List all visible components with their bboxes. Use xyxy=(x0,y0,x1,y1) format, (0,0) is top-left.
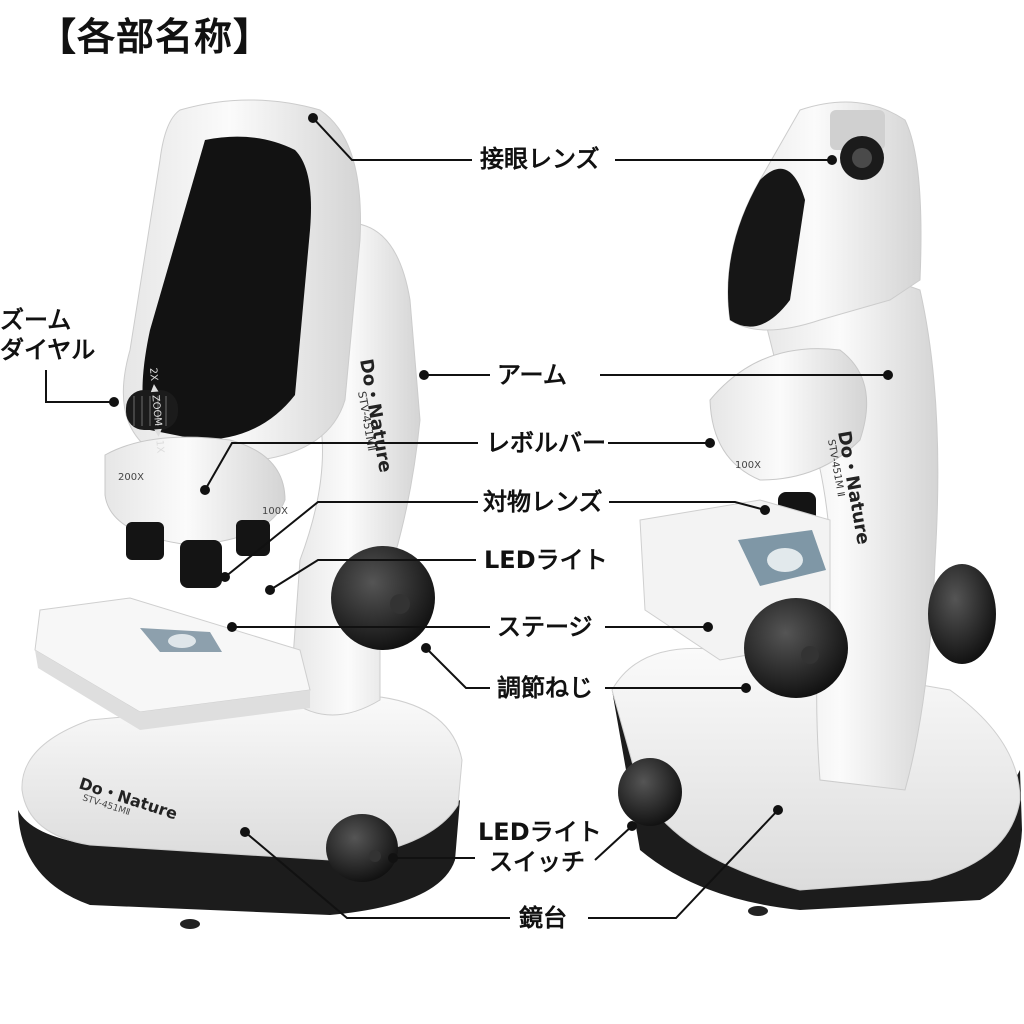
left-microscope xyxy=(18,99,463,929)
left-objective-1 xyxy=(126,522,164,560)
left-focus-knob xyxy=(331,546,435,650)
right-focus-knob-near xyxy=(744,598,848,698)
leader-base-right xyxy=(588,809,779,919)
left-switch-knob xyxy=(326,814,398,882)
left-objective-3 xyxy=(236,520,270,556)
right-focus-knob-far xyxy=(928,564,996,664)
label-led-switch-line2: スイッチ xyxy=(489,848,585,876)
label-eyepiece: 接眼レンズ xyxy=(480,145,600,173)
leader-base xyxy=(244,831,510,919)
left-base-bottom xyxy=(18,800,460,915)
label-arm: アーム xyxy=(497,361,567,389)
leader-focus xyxy=(425,647,490,689)
leader-led xyxy=(269,559,476,591)
left-objective-2 xyxy=(180,540,222,588)
left-head-window xyxy=(142,136,311,440)
label-revolver: レボルバー xyxy=(486,429,606,457)
page-title: 【各部名称】 xyxy=(38,15,273,59)
label-led: LEDライト xyxy=(484,546,608,574)
left-foot xyxy=(180,919,200,929)
left-mag-100: 100X xyxy=(262,506,288,517)
label-base: 鏡台 xyxy=(519,904,567,932)
leader-objective-right xyxy=(609,501,766,511)
label-focus-knob: 調節ねじ xyxy=(497,674,593,702)
right-mag-100: 100X xyxy=(735,460,761,471)
right-microscope xyxy=(611,101,1022,916)
label-zoom-dial-line2: ダイヤル xyxy=(0,336,96,364)
left-mag-200: 200X xyxy=(118,472,144,483)
leader-eyepiece xyxy=(312,117,472,161)
right-switch-knob xyxy=(618,758,682,826)
right-revolver xyxy=(709,348,868,481)
leader-dots xyxy=(109,113,893,863)
label-zoom-dial-line1: ズーム xyxy=(0,306,72,334)
leader-lines xyxy=(45,117,888,919)
left-stage-front xyxy=(35,650,310,730)
label-led-switch-line1: LEDライト xyxy=(478,818,602,846)
label-objective: 対物レンズ xyxy=(483,488,603,516)
right-head-dark xyxy=(728,168,805,327)
leader-revolver xyxy=(204,442,478,491)
leader-switch-right xyxy=(594,825,633,861)
leader-zoom-dial xyxy=(45,370,114,403)
left-stage-top xyxy=(34,597,311,713)
label-stage: ステージ xyxy=(497,613,593,641)
right-foot xyxy=(748,906,768,916)
leader-objective xyxy=(224,501,478,578)
